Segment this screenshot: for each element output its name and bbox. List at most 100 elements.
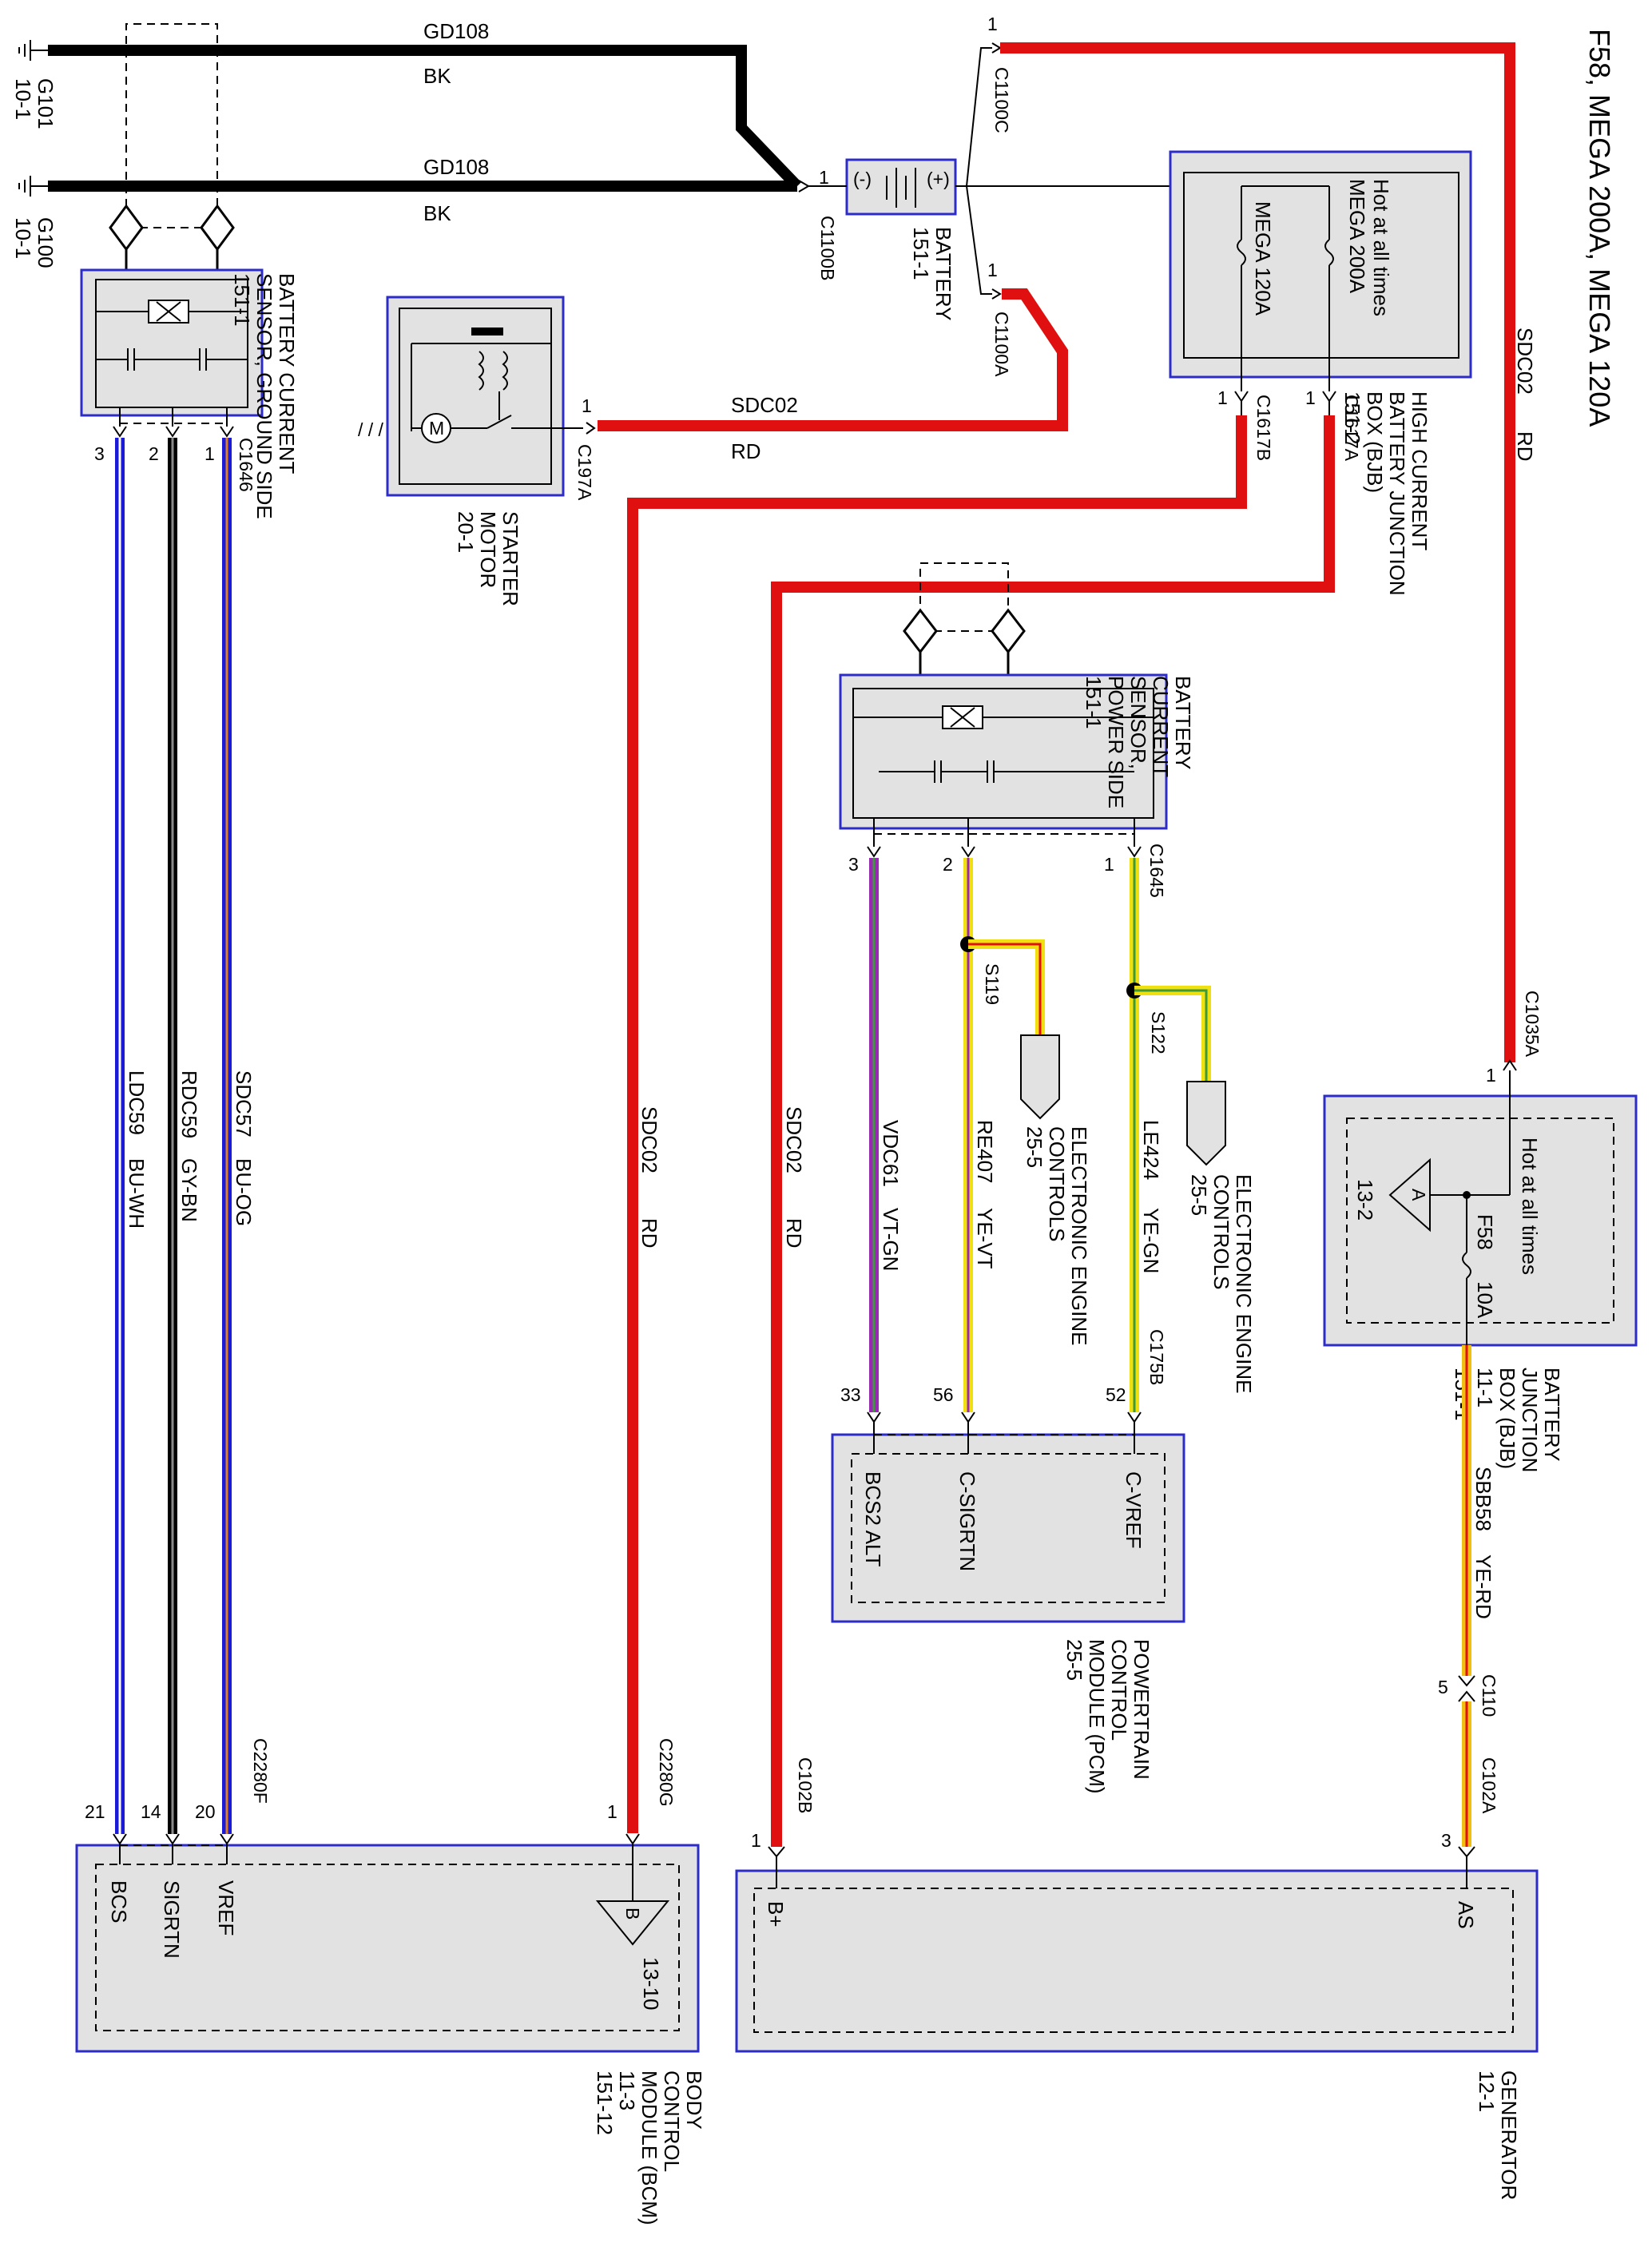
component-label: MODULE (BCM) <box>637 2070 661 2225</box>
connector-label: C1617B <box>1253 395 1274 461</box>
reference-triangle: A <box>1408 1189 1429 1201</box>
battery-pos: (+) <box>927 169 950 189</box>
splice-ref: 25-5 <box>1187 1174 1211 1216</box>
color-label: BK <box>423 201 451 225</box>
component-label: BOX (BJB) <box>1495 1368 1519 1469</box>
circuit-label: SDC02 <box>731 393 798 417</box>
circuit-label: GD108 <box>423 155 489 179</box>
ground-ref: 10-1 <box>11 78 35 120</box>
pin-label: 56 <box>933 1384 954 1405</box>
pin-label: 52 <box>1106 1384 1126 1405</box>
component-ref: 151-2 <box>1340 391 1364 445</box>
component-label: JUNCTION <box>1518 1368 1542 1472</box>
pin-label: 1 <box>1104 854 1114 875</box>
splice-s119: S119 ELECTRONIC ENGINE CONTROLS 25-5 <box>960 936 1091 1346</box>
connector-label: C1646 <box>236 438 256 492</box>
battery-neg: (-) <box>853 169 872 189</box>
connector-label: C102B <box>795 1757 816 1813</box>
component-ref: 25-5 <box>1062 1639 1086 1681</box>
fuse-label: MEGA 200A <box>1345 179 1369 294</box>
pin-label: 3 <box>1441 1830 1451 1851</box>
circuit-label: SBB58 <box>1471 1467 1495 1531</box>
splice-ref: 25-5 <box>1023 1126 1046 1168</box>
reference-label: 13-10 <box>639 1957 663 2011</box>
pin-function: VREF <box>214 1880 238 1935</box>
component-label: MOTOR <box>476 511 500 588</box>
powertrain-control-module: 33 56 52 C175B BCS2 ALT C-SIGRTN C-VREF … <box>831 1329 1185 1794</box>
component-label: SENSOR, <box>1126 676 1150 769</box>
pin-label: 2 <box>149 443 159 464</box>
component-label: BATTERY JUNCTION <box>1385 391 1409 596</box>
wire-sdc02-b <box>771 415 1335 1847</box>
pin-function: SIGRTN <box>160 1880 184 1959</box>
reference-triangle: B <box>622 1908 643 1920</box>
component-label: CONTROL <box>660 2070 684 2172</box>
component-label: BODY <box>682 2070 706 2130</box>
component-label: STARTER <box>498 511 522 606</box>
connector-label: C1645 <box>1146 844 1167 898</box>
connector-label: C1035A <box>1522 991 1543 1058</box>
pin-label: 1 <box>1217 387 1228 408</box>
circuit-label: RDC59 <box>177 1070 201 1138</box>
splice-target: CONTROLS <box>1045 1126 1069 1241</box>
color-label: RD <box>782 1218 806 1249</box>
component-label: CURRENT <box>1149 676 1173 777</box>
component-ref: 151-1 <box>1082 676 1106 729</box>
ground-id: G101 <box>34 78 58 129</box>
pin-label: 1 <box>607 1801 618 1822</box>
ground-id: G100 <box>34 217 58 268</box>
component-label: BOX (BJB) <box>1363 391 1387 493</box>
circuit-label: LE424 <box>1139 1120 1163 1180</box>
battery-current-sensor-ground: 3 2 1 C1646 BATTERY CURRENT SENSOR, GROU… <box>80 23 299 519</box>
battery-label: BATTERY <box>931 227 955 321</box>
component-ref: 11-1 <box>1473 1368 1497 1407</box>
pin-label: 1 <box>751 1830 761 1851</box>
wire-sbb58: SBB58 YE-RD <box>1462 1345 1495 1847</box>
high-current-battery-junction-box: Hot at all times MEGA 200A MEGA 120A 1 1… <box>1169 150 1472 596</box>
connector-label: C1100B <box>817 216 838 280</box>
connector-label: C1100C <box>991 67 1012 133</box>
component-label: POWER SIDE <box>1104 676 1128 808</box>
color-label: BU-WH <box>125 1158 149 1229</box>
circuit-label: LDC59 <box>125 1070 149 1135</box>
pin-function: BCS <box>107 1880 131 1923</box>
component-label: BATTERY <box>1540 1368 1564 1462</box>
splice-id: S119 <box>982 963 1003 1005</box>
component-label: BATTERY <box>1171 676 1195 770</box>
wire-rdc59: RDC59 GY-BN <box>168 438 201 1834</box>
pin-label: 33 <box>840 1384 861 1405</box>
connector-label: C1100A <box>991 312 1012 377</box>
color-label: YE-GN <box>1139 1208 1163 1273</box>
pin-label: 14 <box>141 1801 161 1822</box>
component-label: POWERTRAIN <box>1130 1639 1154 1780</box>
connector-label: C175B <box>1146 1329 1167 1385</box>
component-ref: 151-12 <box>593 2070 617 2135</box>
splice-target: ELECTRONIC ENGINE <box>1067 1126 1091 1346</box>
connector-label: C197A <box>574 444 595 501</box>
component-label: GENERATOR <box>1497 2070 1521 2200</box>
component-label: HIGH CURRENT <box>1408 391 1432 550</box>
connector-label: C2280F <box>250 1738 271 1804</box>
color-label: BU-OG <box>232 1158 256 1226</box>
color-label: YE-VT <box>973 1208 997 1269</box>
pin-function: AS <box>1454 1901 1478 1929</box>
component-ref: 11-3 <box>615 2070 639 2110</box>
color-label: GY-BN <box>177 1158 201 1222</box>
fuse-label: F58 <box>1473 1214 1497 1250</box>
pin-label: 5 <box>1438 1677 1448 1697</box>
circuit-label: SDC02 <box>782 1106 806 1173</box>
svg-text:M: M <box>429 418 444 439</box>
ground-g101: G101 10-1 <box>11 40 58 129</box>
splice-target: ELECTRONIC ENGINE <box>1232 1174 1256 1394</box>
splice-target: CONTROLS <box>1209 1174 1233 1289</box>
reference-label: 13-2 <box>1353 1179 1377 1221</box>
wire-sdc02-starter <box>598 288 1068 431</box>
color-label: YE-RD <box>1471 1554 1495 1619</box>
pin-label: 1 <box>582 395 592 416</box>
component-ref: 12-1 <box>1475 2070 1499 2112</box>
battery-pin: 1 <box>987 14 998 34</box>
circuit-label: VDC61 <box>879 1120 903 1187</box>
circuit-label: SDC02 <box>1513 328 1537 395</box>
wire-vdc61: VDC61 VT-GN <box>869 858 903 1412</box>
pin-function: C-VREF <box>1122 1471 1146 1549</box>
